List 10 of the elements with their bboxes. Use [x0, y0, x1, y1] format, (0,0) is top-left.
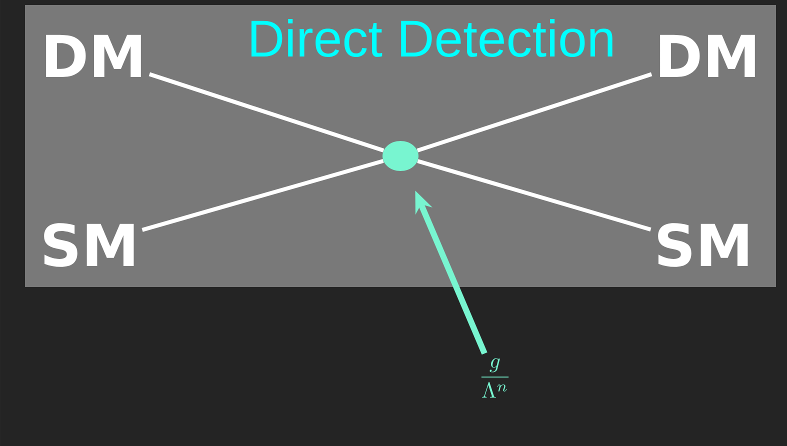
particle-label: DM	[46, 34, 141, 78]
vertex-dot	[382, 141, 418, 171]
particle-label: SM	[44, 223, 134, 267]
line	[142, 159, 384, 232]
particle-label: SM	[658, 223, 748, 267]
line	[417, 159, 652, 232]
line	[148, 72, 384, 152]
coupling-formula: $\frac{g}{\Lambda^n}$	[481, 358, 509, 398]
line	[416, 72, 652, 152]
particle-label: DM	[660, 34, 755, 78]
